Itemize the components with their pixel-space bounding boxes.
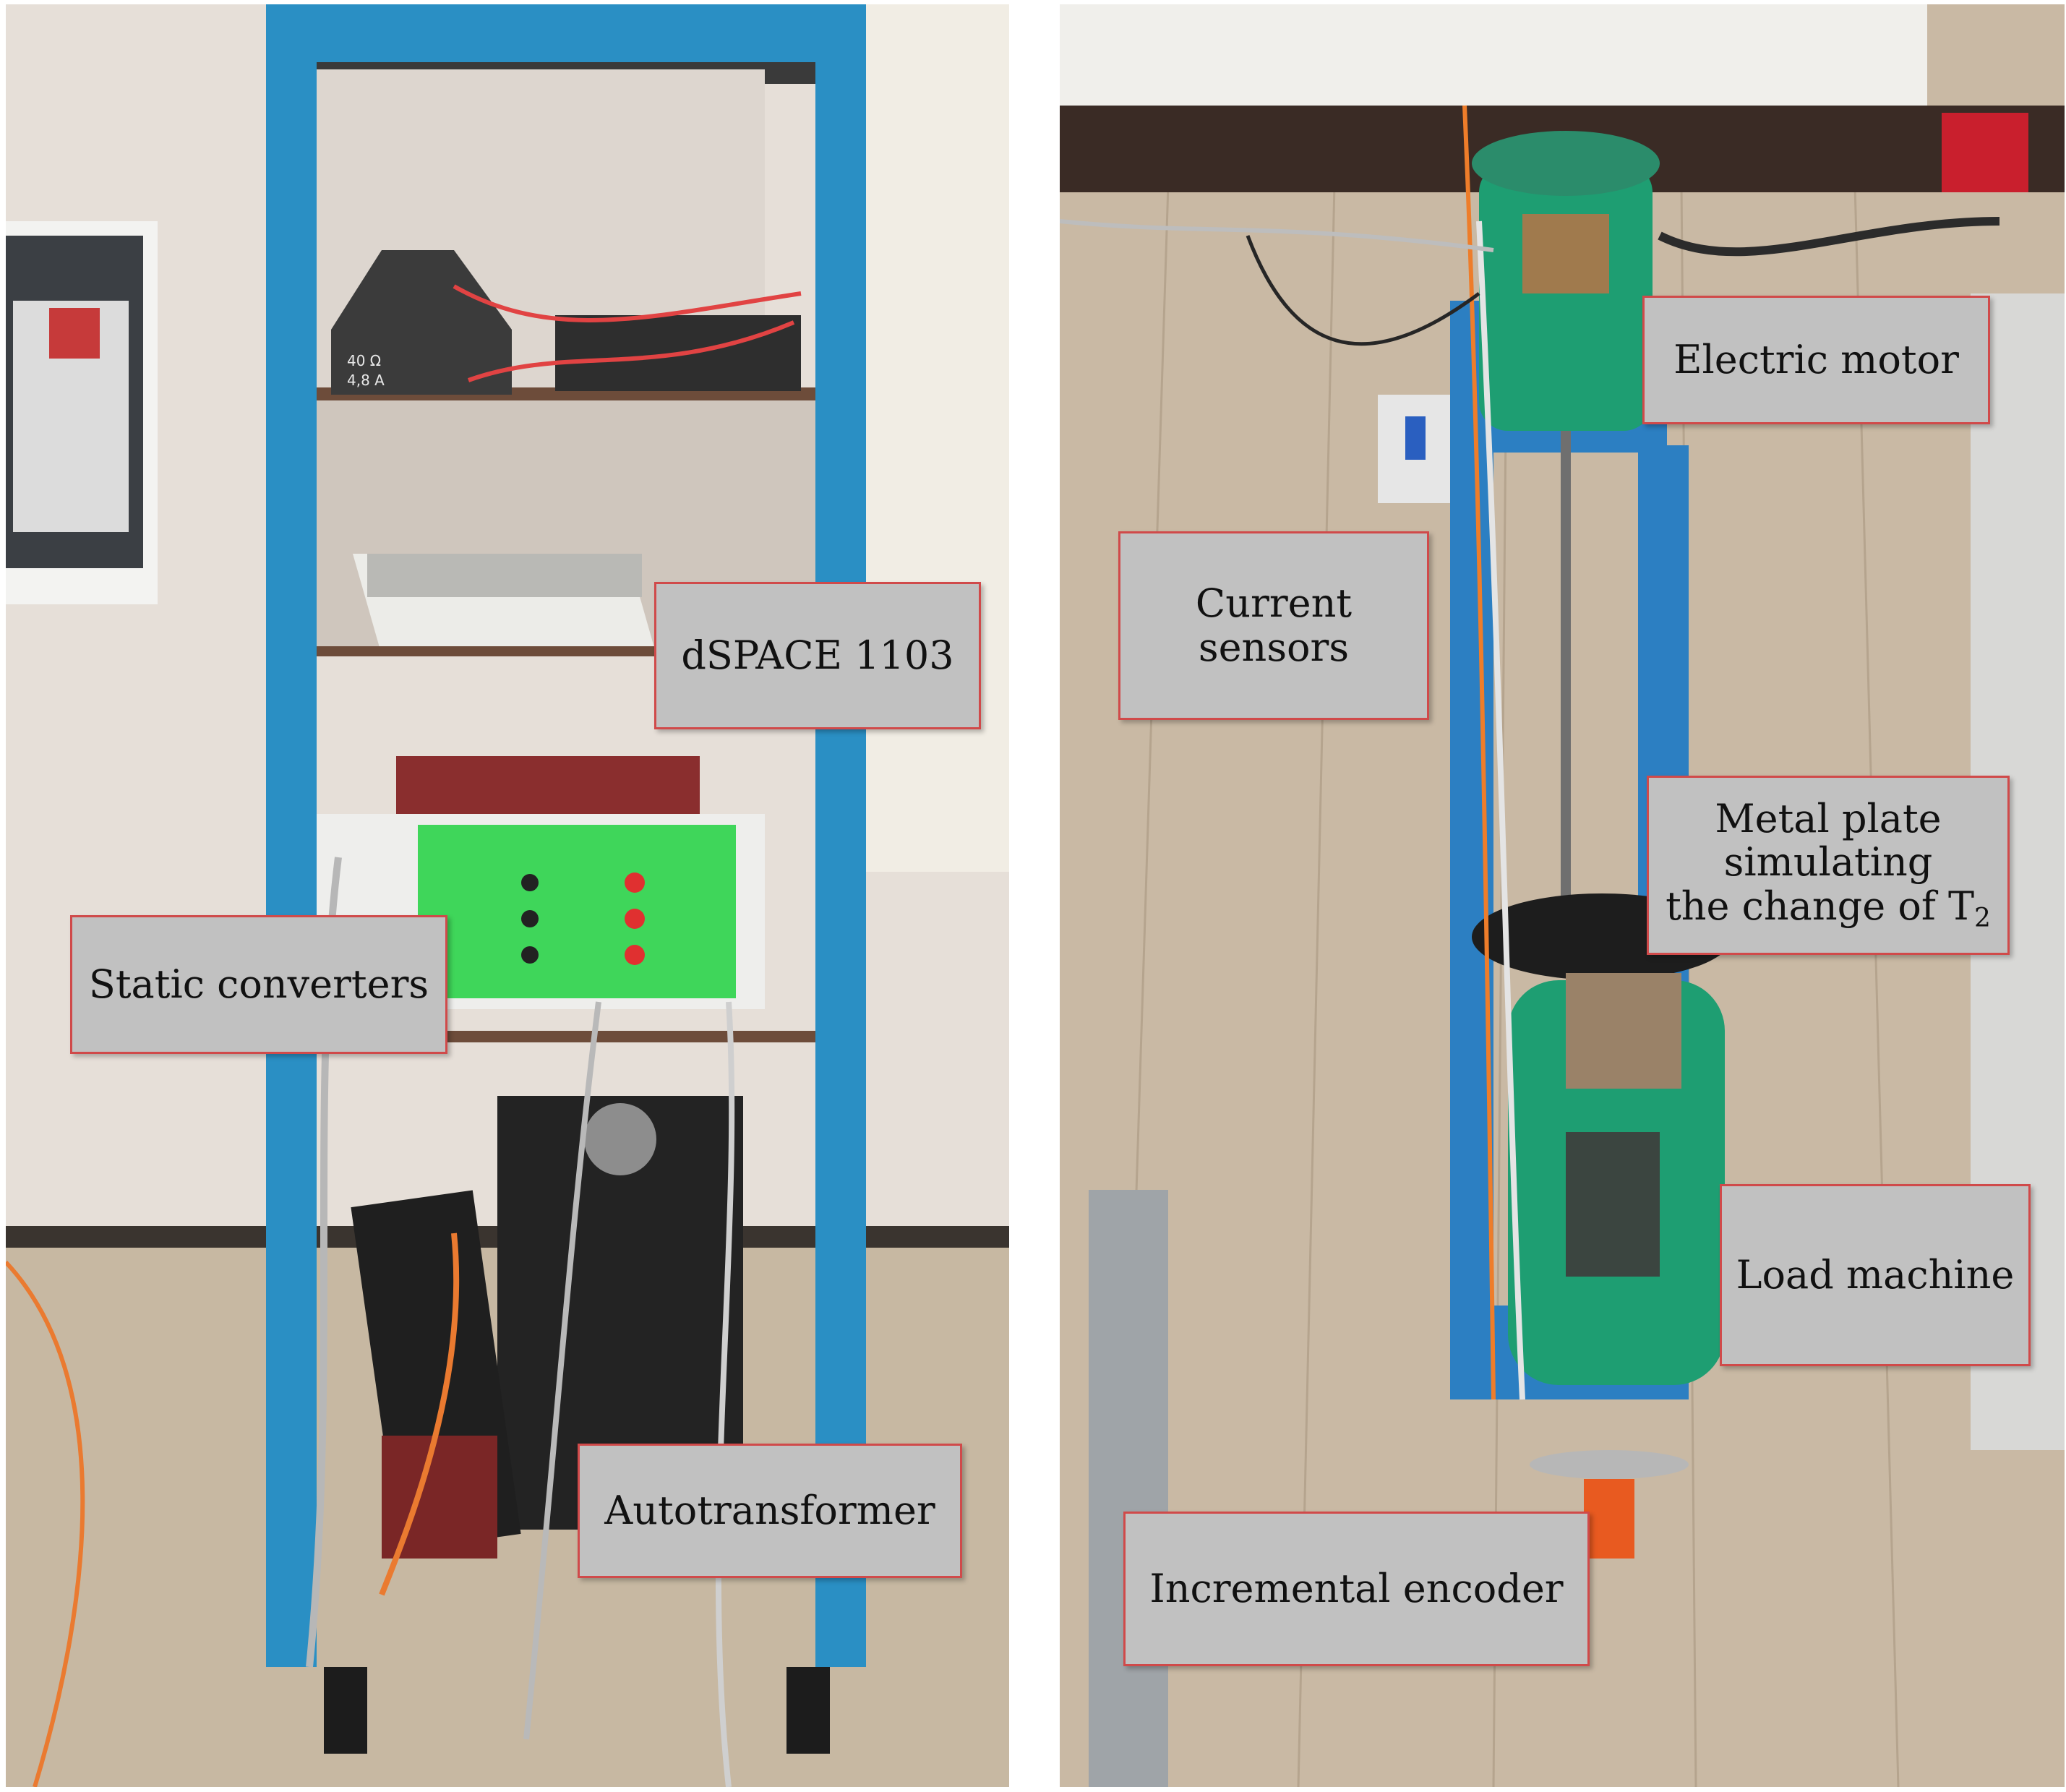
green-panel-icon	[418, 825, 736, 998]
resistor-value-2: 4,8 A	[347, 372, 385, 389]
load-machine-label: Load machine	[1720, 1184, 2031, 1366]
autotransformer-label-text: Autotransformer	[604, 1487, 935, 1533]
load-machine-label-text: Load machine	[1736, 1251, 2015, 1298]
rack-photo: 40 Ω 4,8 A	[6, 4, 1009, 1787]
static-converters-label-text: Static converters	[88, 961, 429, 1007]
incremental-encoder-label: Incremental encoder	[1123, 1512, 1590, 1666]
dspace-label-text: dSPACE 1103	[681, 632, 954, 678]
dspace-label: dSPACE 1103	[654, 582, 981, 729]
metal-plate-label-line3: the change of T2	[1666, 883, 1991, 933]
incremental-encoder-label-text: Incremental encoder	[1149, 1565, 1564, 1611]
encoder-icon	[1584, 1479, 1634, 1559]
metal-plate-label-line2: simulating	[1723, 839, 1933, 886]
metal-plate-label: Metal plate simulating the change of T2	[1647, 776, 2010, 955]
resistor-box-icon	[331, 250, 512, 395]
electric-motor-label: Electric motor	[1642, 296, 1990, 424]
electric-motor-label-text: Electric motor	[1673, 336, 1959, 382]
current-sensors-label-text: Current sensors	[1195, 580, 1353, 670]
metal-plate-label-line3-text: the change of T	[1666, 883, 1975, 929]
static-converters-label: Static converters	[70, 915, 447, 1054]
current-sensors-label: Current sensors	[1118, 531, 1429, 720]
motor-icon	[1479, 163, 1653, 431]
resistor-value-1: 40 Ω	[347, 352, 381, 369]
autotransformer-label: Autotransformer	[578, 1444, 962, 1578]
rack-photo-drawing: 40 Ω 4,8 A	[6, 4, 1009, 1787]
metal-plate-label-subscript: 2	[1974, 903, 1991, 933]
metal-plate-label-line1: Metal plate	[1715, 795, 1942, 841]
